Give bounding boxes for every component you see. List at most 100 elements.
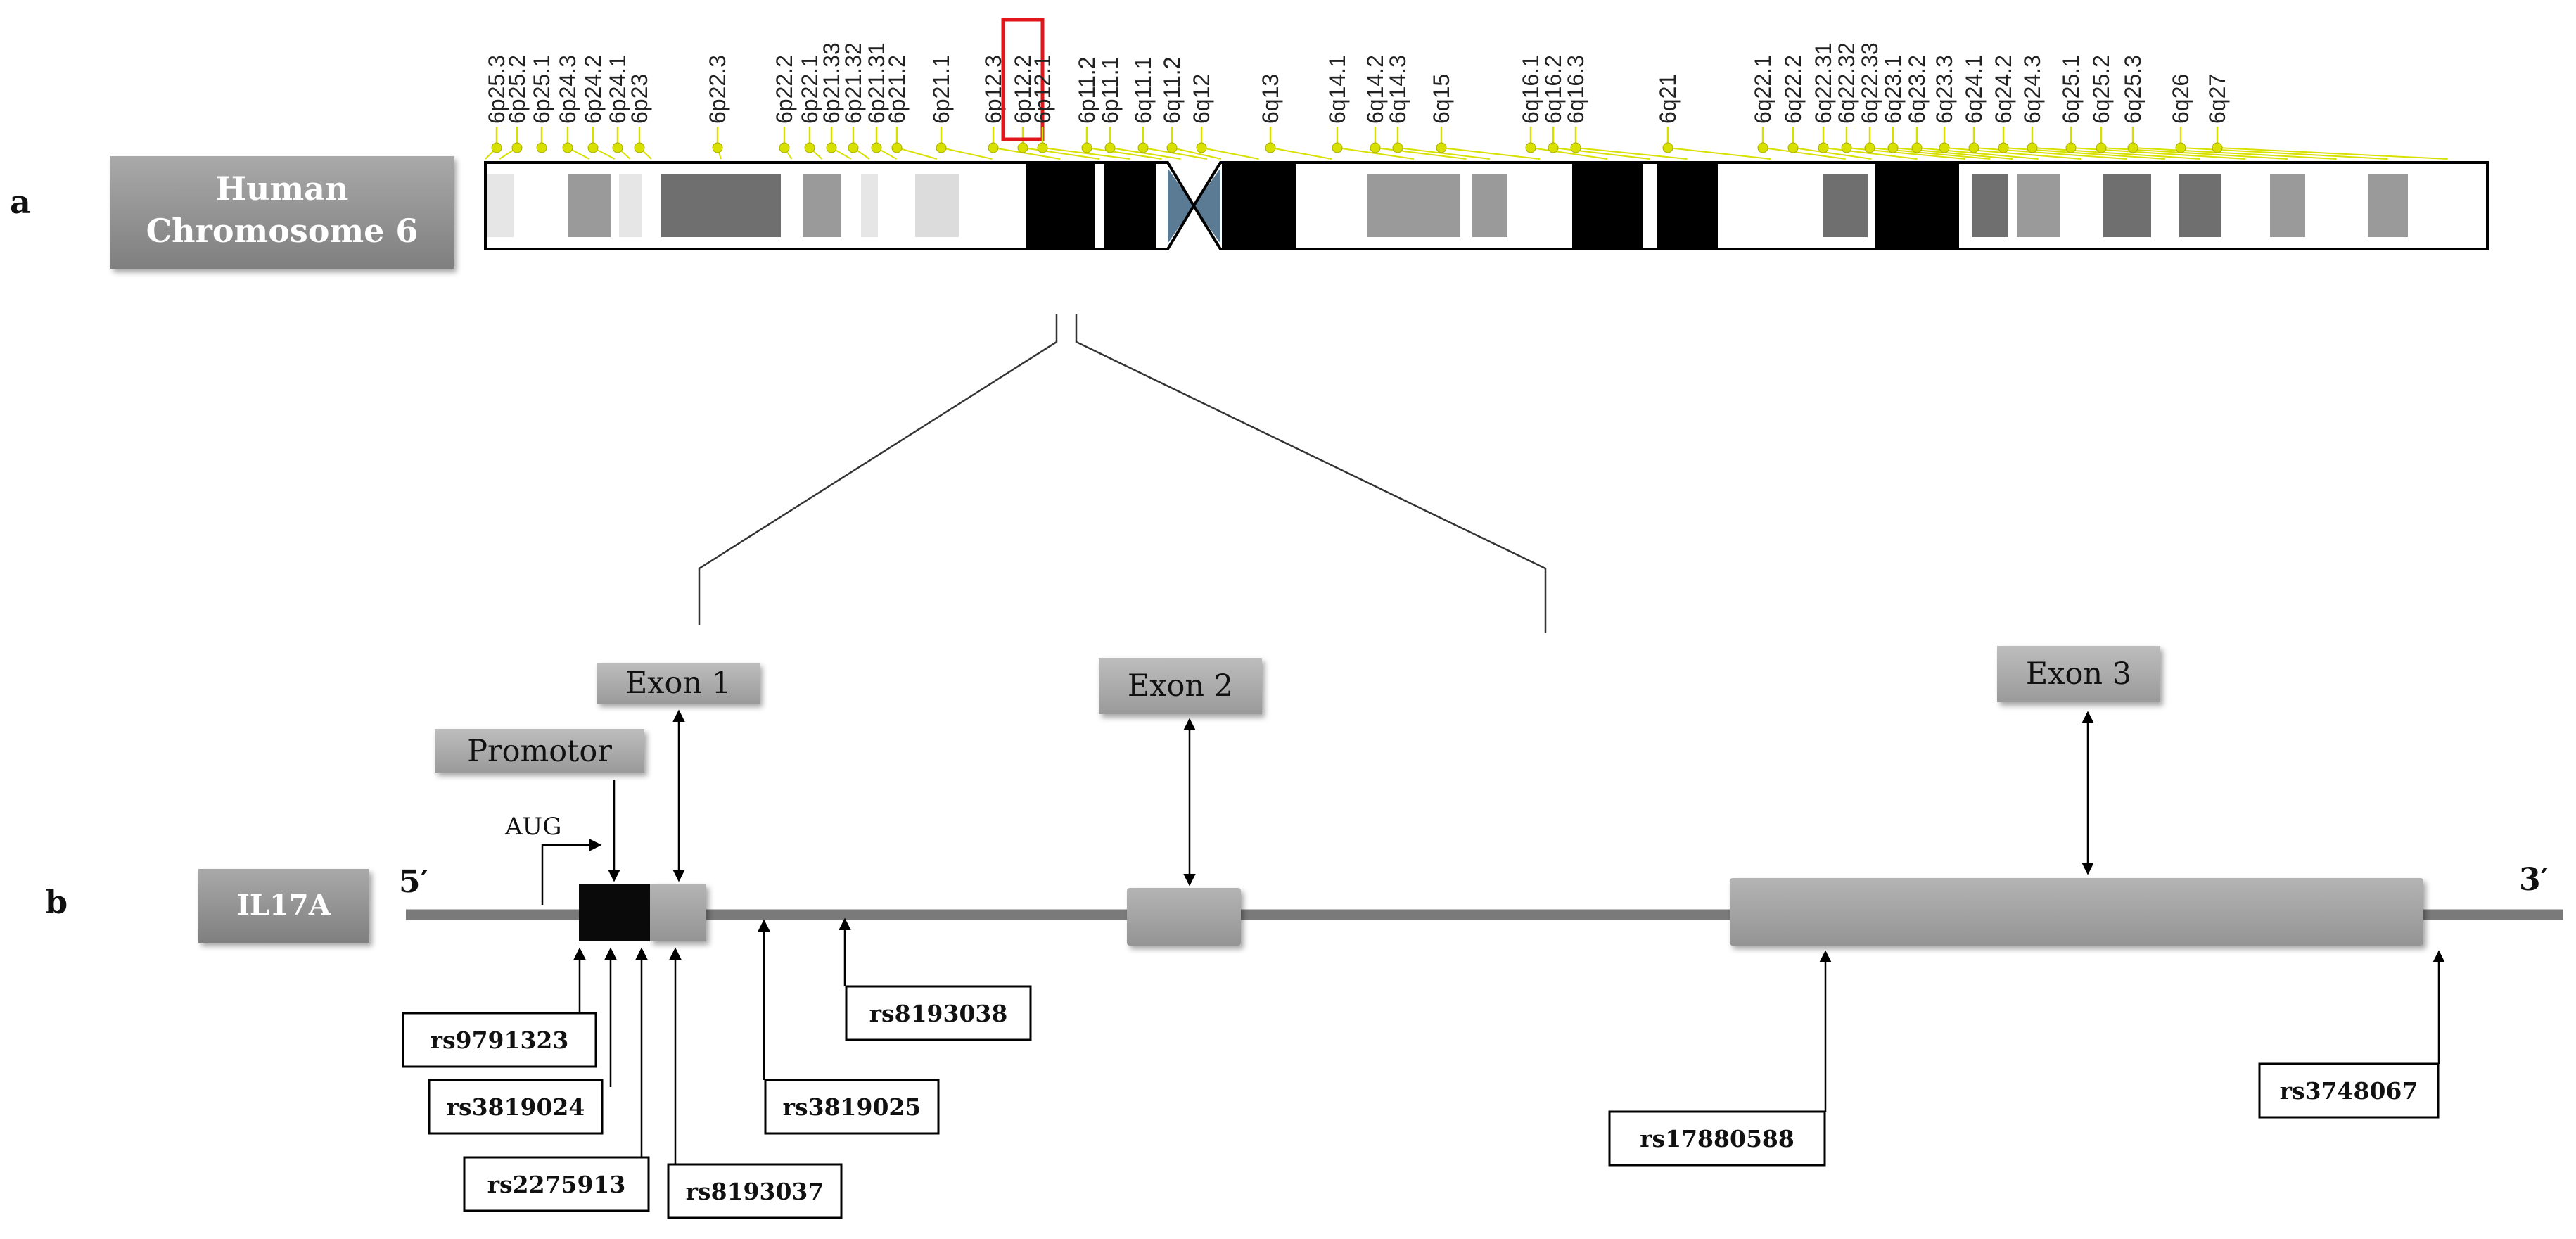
band-6q23-1 <box>2008 163 2017 249</box>
band-label-6p21-31: 6p21.31 <box>864 42 897 160</box>
band-6p21-32 <box>861 174 878 237</box>
svg-text:6q12: 6q12 <box>1189 74 1214 124</box>
band-6q24-3 <box>2179 174 2221 237</box>
svg-text:6p21.31: 6p21.31 <box>864 42 889 124</box>
band-label-6q12: 6q12 <box>1189 74 1259 160</box>
band-label-6p24-1: 6p24.1 <box>605 55 631 160</box>
svg-text:6p22.2: 6p22.2 <box>772 55 797 124</box>
band-label-6p22-1: 6p22.1 <box>797 55 823 160</box>
band-6p12-1 <box>1104 163 1156 249</box>
band-6p22-1 <box>803 174 841 237</box>
band-label-6q22-32: 6q22.32 <box>1834 42 1966 160</box>
svg-text:6q27: 6q27 <box>2205 74 2230 124</box>
band-label-6q24-2: 6q24.2 <box>1991 55 2166 160</box>
svg-text:6q26: 6q26 <box>2168 74 2193 124</box>
band-label-6p11-2: 6p11.2 <box>1074 57 1162 160</box>
svg-text:6q14.2: 6q14.2 <box>1363 55 1388 124</box>
band-label-6p11-1: 6p11.1 <box>1097 57 1181 160</box>
svg-text:6q22.1: 6q22.1 <box>1750 55 1775 124</box>
band-6q13 <box>1296 163 1367 249</box>
promoter-block <box>579 884 650 941</box>
snp-box-rs17880588 <box>1608 1110 1826 1167</box>
svg-text:6q15: 6q15 <box>1429 74 1454 124</box>
band-label-6q22-33: 6q22.33 <box>1857 42 1991 160</box>
band-label-6q26: 6q26 <box>2168 74 2388 160</box>
band-label-6q23-3: 6q23.3 <box>1932 55 2082 160</box>
svg-text:6q14.3: 6q14.3 <box>1385 55 1410 124</box>
band-6q24-2 <box>2151 163 2179 249</box>
band-6p24-1 <box>619 174 642 237</box>
svg-text:6p12.2: 6p12.2 <box>1010 55 1035 124</box>
band-6q22-32 <box>1959 163 1972 249</box>
snp-label-rs3819024: rs3819024 <box>447 1093 585 1121</box>
snp-box-rs8193037 <box>667 1163 843 1219</box>
band-6q25-3 <box>2305 163 2368 249</box>
highlight-box-6p12-2 <box>1001 18 1045 141</box>
band-6p22-2 <box>781 163 803 249</box>
band-label-6q22-1: 6q22.1 <box>1750 55 1846 160</box>
svg-text:6q23.3: 6q23.3 <box>1932 55 1957 124</box>
svg-text:6p21.2: 6p21.2 <box>884 55 910 124</box>
band-6q22-1 <box>1823 174 1868 237</box>
svg-text:6p21.33: 6p21.33 <box>819 42 844 124</box>
band-6p21-33 <box>841 163 861 249</box>
snp-label-rs8193038: rs8193038 <box>869 1000 1008 1027</box>
svg-text:6q25.2: 6q25.2 <box>2089 55 2114 124</box>
svg-text:6p11.2: 6p11.2 <box>1074 57 1099 125</box>
snp-box-rs3819025 <box>764 1079 940 1135</box>
band-label-6q14-3: 6q14.3 <box>1385 55 1491 160</box>
band-6q15 <box>1507 163 1572 249</box>
band-label-6p23: 6p23 <box>627 74 652 160</box>
svg-text:6p24.1: 6p24.1 <box>605 55 630 124</box>
exon2-block <box>1127 888 1241 946</box>
band-6p12-2 <box>1095 163 1104 249</box>
snp-box-rs9791323 <box>402 1012 597 1068</box>
zoom-lines <box>698 314 1547 633</box>
svg-text:6p24.3: 6p24.3 <box>555 55 580 124</box>
chromosome-title-line1: Human <box>216 170 349 208</box>
band-6q14-3 <box>1472 174 1507 237</box>
band-label-6p21-2: 6p21.2 <box>884 55 938 160</box>
svg-text:6q11.2: 6q11.2 <box>1159 57 1185 125</box>
svg-text:6p21.1: 6p21.1 <box>929 55 954 124</box>
svg-text:6p11.1: 6p11.1 <box>1097 57 1123 125</box>
svg-text:6q16.3: 6q16.3 <box>1563 55 1588 124</box>
band-label-6p21-33: 6p21.33 <box>819 42 852 160</box>
svg-text:6q16.2: 6q16.2 <box>1541 55 1566 124</box>
svg-text:6q23.1: 6q23.1 <box>1880 55 1906 124</box>
band-label-6p22-3: 6p22.3 <box>705 55 730 160</box>
band-label-6q22-31: 6q22.31 <box>1811 42 1918 160</box>
band-label-6q24-3: 6q24.3 <box>2020 55 2201 160</box>
band-6p12-3 <box>1026 163 1095 249</box>
promotor-label: Promotor <box>467 734 612 769</box>
snp-box-rs3748067 <box>2258 1062 2440 1119</box>
snp-label-rs17880588: rs17880588 <box>1640 1125 1794 1152</box>
band-label-6q23-2: 6q23.2 <box>1904 55 2039 160</box>
svg-text:6q21: 6q21 <box>1655 74 1681 124</box>
svg-text:6p25.2: 6p25.2 <box>504 55 530 124</box>
band-label-6q27: 6q27 <box>2205 74 2448 160</box>
band-6q21 <box>1718 163 1823 249</box>
aug-label: AUG <box>504 813 561 841</box>
band-6q16-1 <box>1572 163 1643 249</box>
snp-label-rs3748067: rs3748067 <box>2280 1077 2418 1105</box>
band-label-6p24-2: 6p24.2 <box>580 55 616 160</box>
band-6q25-2 <box>2270 174 2305 237</box>
band-6p21-31 <box>878 163 915 249</box>
svg-text:6p12.1: 6p12.1 <box>1030 55 1055 124</box>
svg-text:6q13: 6q13 <box>1258 74 1283 124</box>
band-label-6p25-2: 6p25.2 <box>499 55 530 160</box>
aug-start-arrow <box>541 839 602 905</box>
band-6q23-2 <box>2017 174 2060 237</box>
svg-text:6q25.1: 6q25.1 <box>2058 55 2084 124</box>
three-prime-label: 3′ <box>2519 862 2549 898</box>
band-6q11-2 <box>1220 163 1222 249</box>
exon3-block <box>1730 878 2423 946</box>
band-label-6p22-2: 6p22.2 <box>772 55 797 160</box>
band-6p25-2 <box>485 174 514 237</box>
band-6q23-3 <box>2060 163 2103 249</box>
band-6q26 <box>2368 174 2408 237</box>
chromosome-outline <box>484 161 2489 250</box>
snp-box-rs8193038 <box>845 985 1032 1041</box>
exon1-label: Exon 1 <box>625 666 731 701</box>
